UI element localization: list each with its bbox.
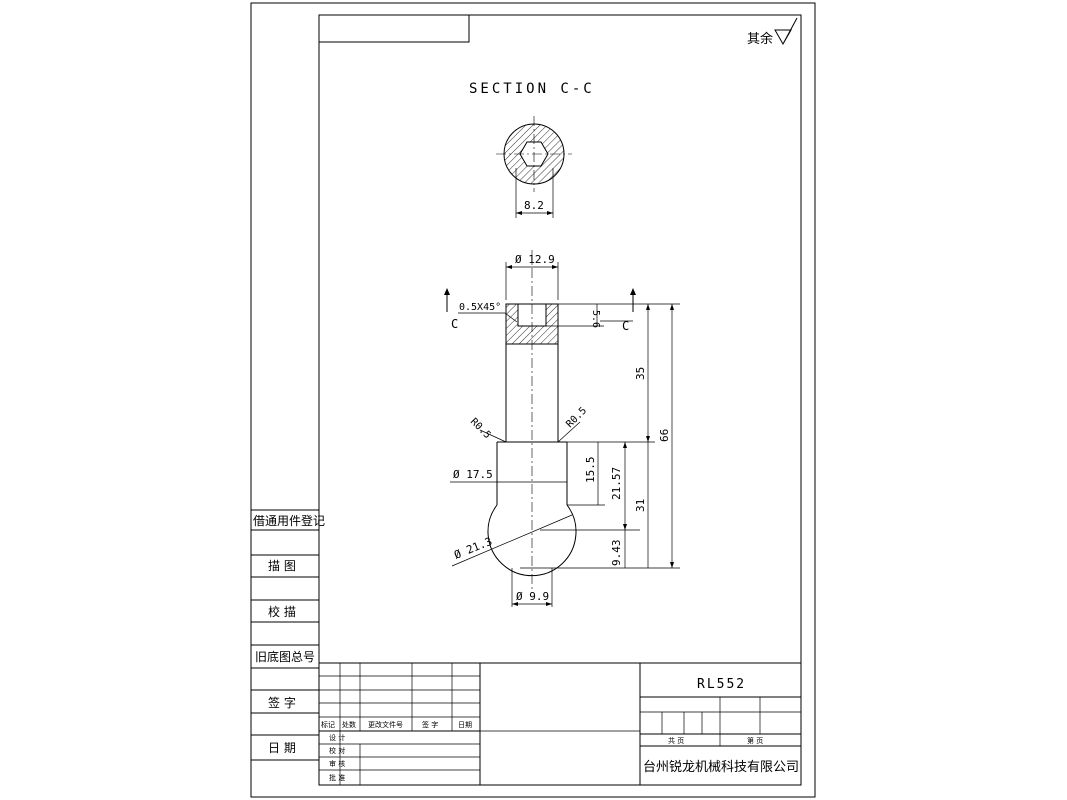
ball-center-dim: 9.43 <box>610 540 623 567</box>
side-label-1: 描 图 <box>268 559 296 573</box>
side-label-0: 借通用件登记 <box>253 513 325 528</box>
rev-header-0: 标记 <box>321 720 335 729</box>
revision-table: 标记 处数 更改文件号 签 字 日期 设 计 校 对 审 核 批 准 <box>319 662 801 785</box>
rev-header-2: 更改文件号 <box>368 720 403 729</box>
upper-length-dim: 35 <box>634 367 647 380</box>
collar-diameter-dim: Ø 17.5 <box>453 468 493 481</box>
rev-header-4: 日期 <box>458 721 472 729</box>
section-marker-right: C <box>622 319 629 333</box>
top-left-box <box>318 14 470 43</box>
part-view: Ø 12.9 0.5X45° C C 5.6 35 66 15.5 <box>444 250 680 607</box>
side-label-2: 校 描 <box>268 604 296 619</box>
total-sheets-label: 共 页 <box>668 736 684 745</box>
ball-diameter-dim: Ø 21.3 <box>452 535 494 562</box>
drawing-number: RL552 <box>697 677 746 692</box>
chamfer-dim: 0.5X45° <box>459 302 501 313</box>
approval-label-3: 批 准 <box>329 773 345 782</box>
rev-header-3: 签 字 <box>422 720 438 729</box>
outer-frame <box>250 2 816 798</box>
top-diameter-dim: Ø 12.9 <box>515 253 555 266</box>
section-marker-left: C <box>451 317 458 331</box>
collar-to-center-dim: 21.57 <box>610 467 623 500</box>
roughness-symbol-icon <box>774 17 798 46</box>
side-registry: 借通用件登记 描 图 校 描 旧底图总号 签 字 日 期 <box>251 509 325 761</box>
side-label-4: 签 字 <box>268 695 296 710</box>
side-label-3: 旧底图总号 <box>255 649 315 664</box>
fillet-left-dim: R0.5 <box>468 416 493 441</box>
approval-label-1: 校 对 <box>329 746 345 755</box>
rev-header-1: 处数 <box>342 720 356 729</box>
hex-width-dim: 8.2 <box>524 199 544 212</box>
section-view: 8.2 <box>496 116 572 218</box>
lower-length-dim: 31 <box>634 499 647 512</box>
neck-diameter-dim: Ø 9.9 <box>516 590 549 603</box>
side-label-5: 日 期 <box>268 741 296 755</box>
title-block: RL552 共 页 第 页 台州锐龙机械科技有限公司 <box>639 663 801 785</box>
total-length-dim: 66 <box>658 429 671 442</box>
roughness-note: 其余 <box>747 31 773 47</box>
section-title: SECTION C-C <box>469 81 595 97</box>
bore-depth-dim: 5.6 <box>590 310 601 328</box>
collar-height-dim: 15.5 <box>584 457 597 484</box>
company-name: 台州锐龙机械科技有限公司 <box>643 760 799 775</box>
inner-frame <box>318 14 802 786</box>
approval-label-0: 设 计 <box>329 733 345 742</box>
sheet-label: 第 页 <box>747 736 763 745</box>
approval-label-2: 审 核 <box>329 759 345 768</box>
fillet-right-dim: R0.5 <box>564 405 589 430</box>
